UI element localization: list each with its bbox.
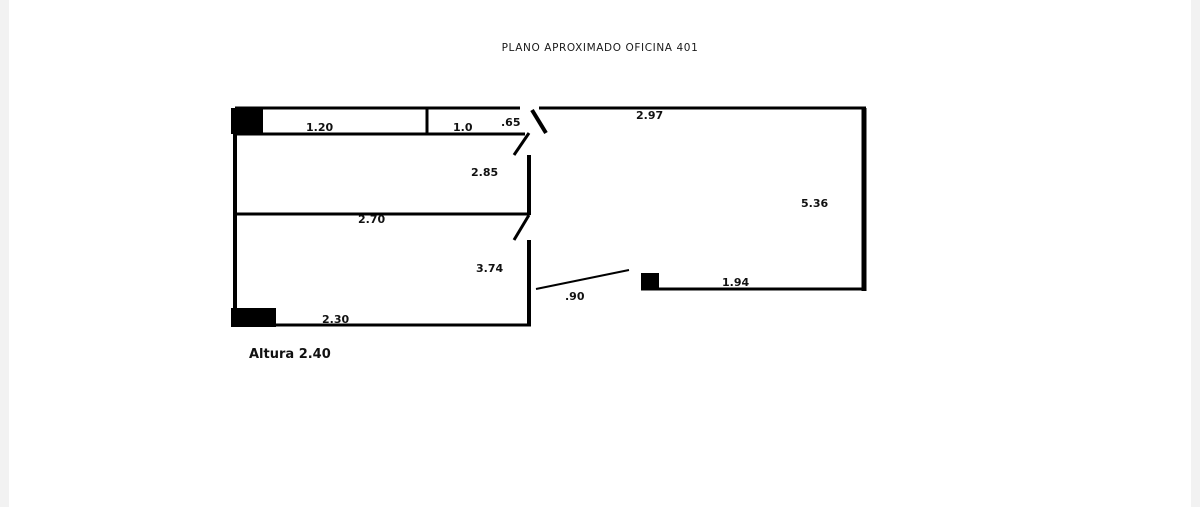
door-closet	[512, 132, 531, 156]
walls	[233, 106, 867, 327]
dim-door-bottom: .90	[565, 290, 585, 303]
columns	[231, 108, 659, 327]
dim-top-mid: 1.0	[453, 121, 473, 134]
plan-title: PLANO APROXIMADO OFICINA 401	[501, 42, 699, 54]
dimension-labels: 1.20 1.0 .65 2.97 5.36 2.85 2.70 3.74 .9…	[249, 109, 828, 362]
column-entrance	[641, 273, 659, 290]
column-top-left	[231, 108, 263, 134]
dim-door-top: .65	[501, 116, 521, 129]
height-note: Altura 2.40	[249, 347, 331, 362]
dim-lower-right: 3.74	[476, 262, 503, 275]
door-entrance	[535, 269, 630, 290]
dim-bottom-left: 2.30	[322, 313, 349, 326]
dim-bottom-right: 1.94	[722, 276, 749, 289]
door-top	[530, 108, 548, 135]
dim-middle-width: 2.70	[358, 213, 385, 226]
floor-plan: 1.20 1.0 .65 2.97 5.36 2.85 2.70 3.74 .9…	[231, 106, 867, 362]
column-bottom-left	[231, 308, 276, 327]
door-lower-room	[512, 214, 531, 241]
dim-top-right: 2.97	[636, 109, 663, 122]
dim-partition-right: 2.85	[471, 166, 498, 179]
page: PLANO APROXIMADO OFICINA 401	[9, 0, 1191, 507]
dim-right-side: 5.36	[801, 197, 828, 210]
dim-top-left: 1.20	[306, 121, 333, 134]
